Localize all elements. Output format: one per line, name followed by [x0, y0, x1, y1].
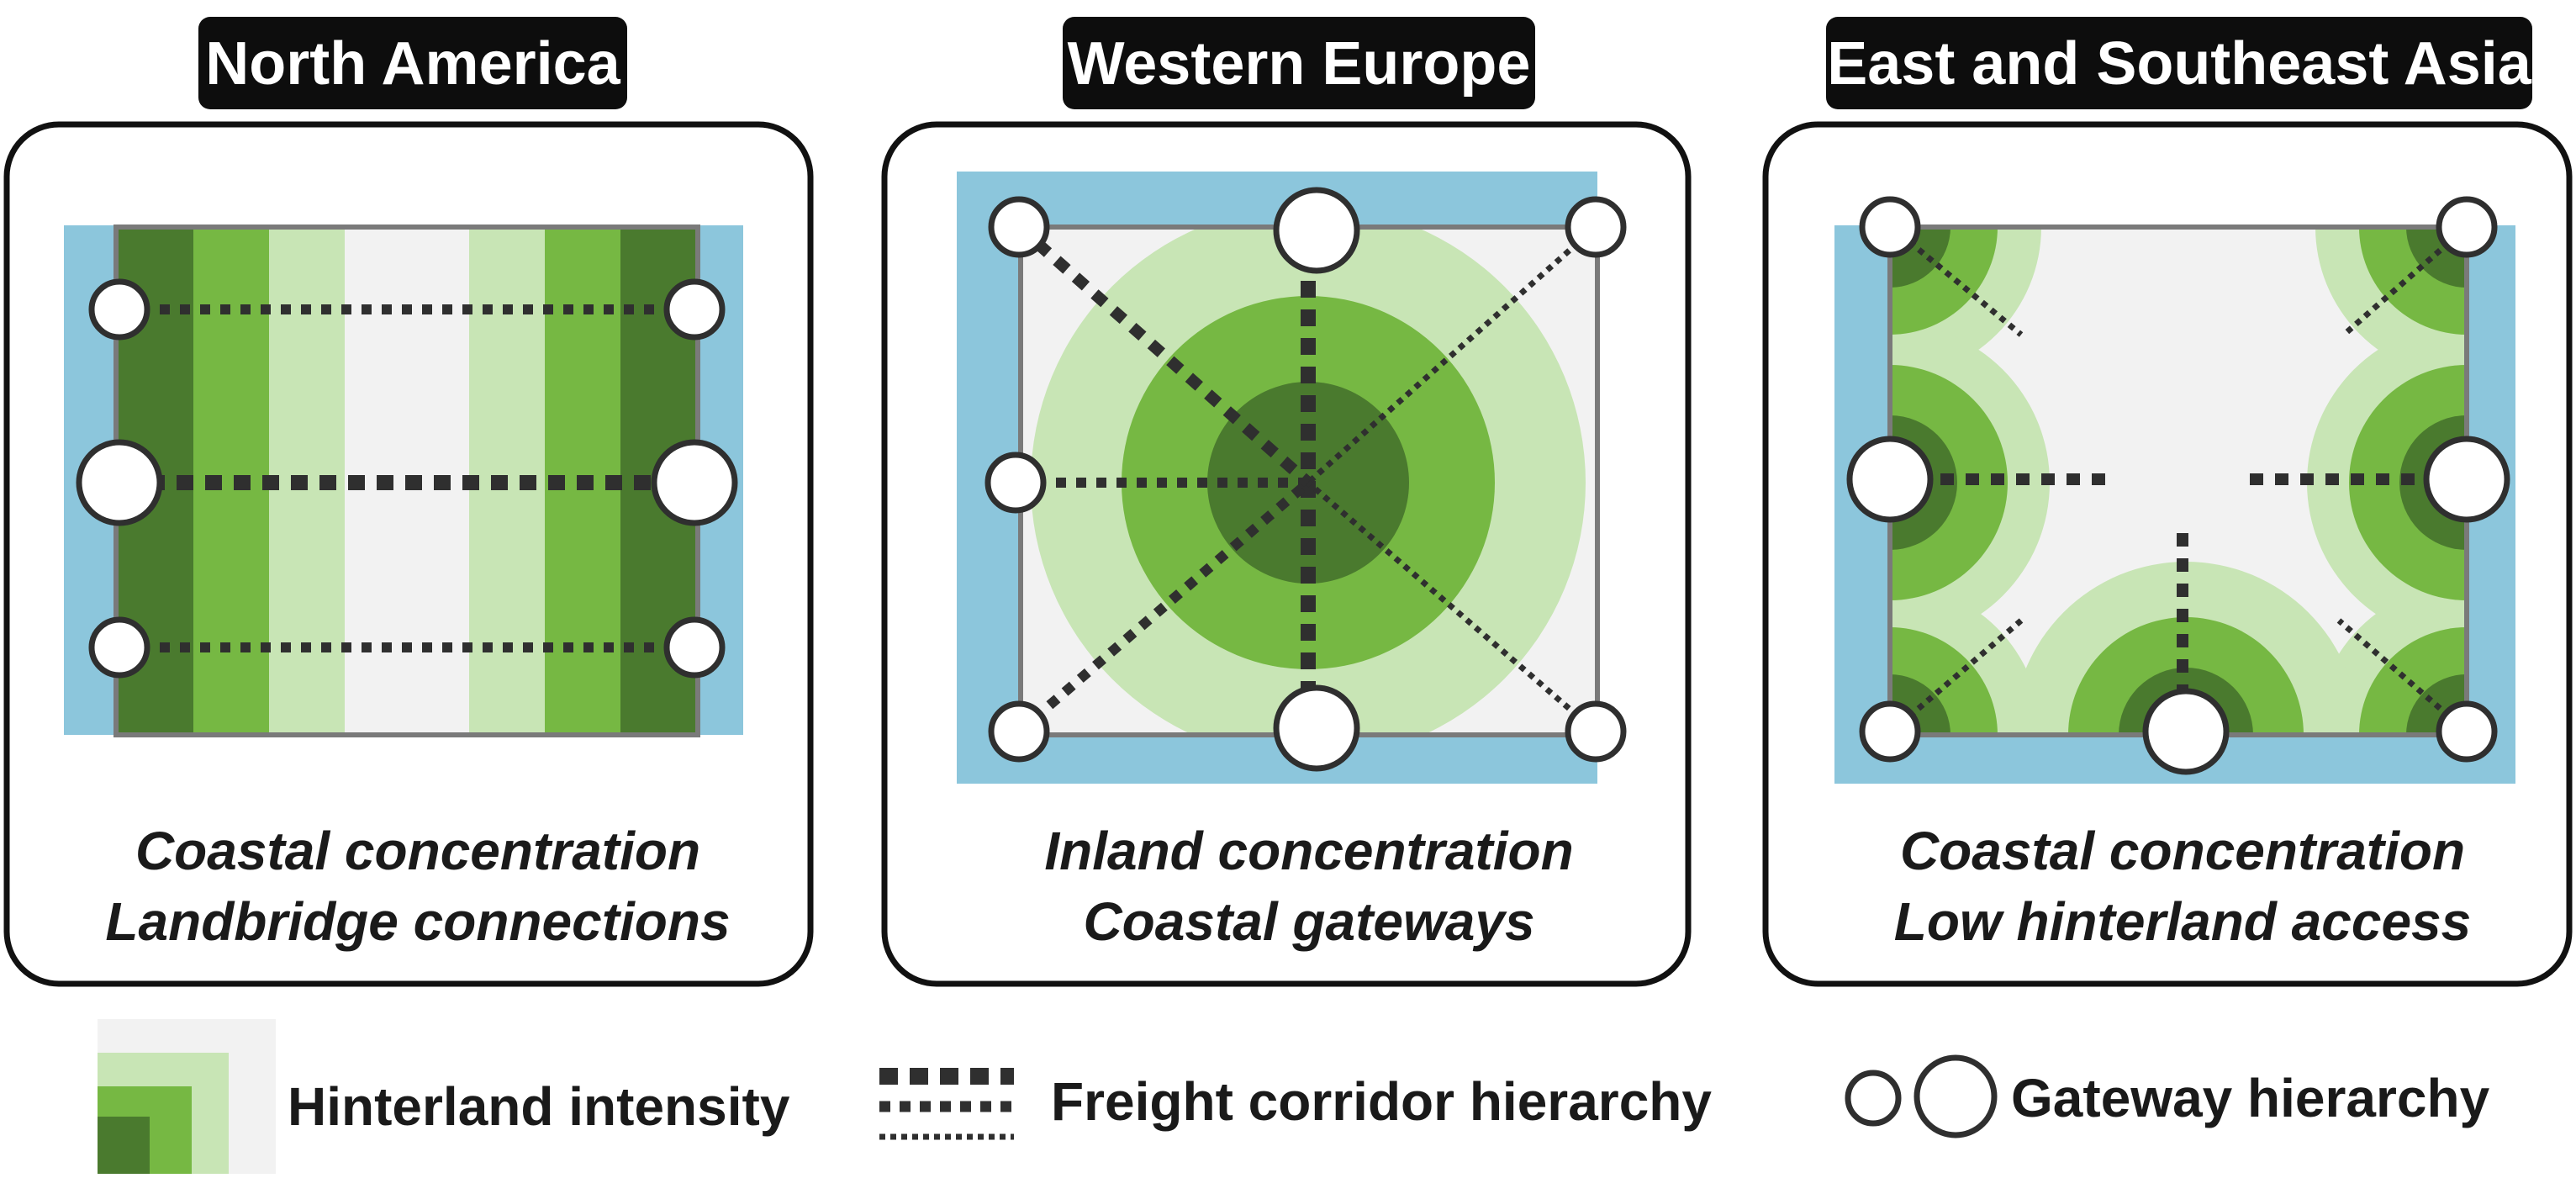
- gateway-north: [1273, 187, 1360, 274]
- gateway-east-south: [663, 616, 726, 679]
- panel-title-western-europe: Western Europe: [1068, 30, 1531, 98]
- gateway-east-central: [651, 439, 738, 526]
- region-map-north-america: [64, 225, 743, 737]
- gateway-west-south: [88, 616, 150, 679]
- gateway-east-north: [663, 278, 726, 341]
- gateway-ne: [2436, 196, 2498, 258]
- legend-swatch-dark: [98, 1117, 150, 1174]
- panel-east-southeast-asia: East and Southeast Asia: [1762, 17, 2573, 987]
- legend-label-corridor: Freight corridor hierarchy: [1051, 1071, 1712, 1132]
- caption-line2-north-america: Landbridge connections: [105, 891, 730, 952]
- panel-western-europe: Western Europe Inland c: [881, 17, 1692, 987]
- gateway-s: [2142, 688, 2230, 775]
- gateway-northeast: [1565, 196, 1627, 258]
- legend-gateway-large: [1914, 1054, 1998, 1138]
- legend-freight-corridor: Freight corridor hierarchy: [879, 1068, 1712, 1140]
- corridor-northeast: [1306, 225, 1598, 485]
- hinterland-band-mid-west: [193, 227, 269, 735]
- panel-title-north-america: North America: [205, 30, 620, 98]
- title-badge-east-southeast-asia: [1826, 17, 2532, 109]
- caption-line2-east-southeast-asia: Low hinterland access: [1894, 891, 2471, 952]
- gateway-south: [1273, 684, 1360, 772]
- gateway-sw: [1859, 700, 1921, 763]
- gateway-southwest: [988, 700, 1050, 763]
- caption-line1-north-america: Coastal concentration: [135, 821, 700, 881]
- legend: Hinterland intensity Freight corridor hi…: [98, 1019, 2490, 1174]
- region-map-western-europe: [957, 172, 1627, 784]
- corridor-southwest: [1016, 478, 1312, 736]
- gateway-northwest: [988, 196, 1050, 258]
- title-badge-western-europe: [1063, 17, 1535, 109]
- caption-line1-east-southeast-asia: Coastal concentration: [1900, 821, 2465, 881]
- gateway-southeast: [1565, 700, 1627, 763]
- region-map-east-southeast-asia: [1834, 196, 2515, 784]
- gateway-nw: [1859, 196, 1921, 258]
- panel-title-east-southeast-asia: East and Southeast Asia: [1827, 30, 2532, 98]
- legend-label-gateway: Gateway hierarchy: [2011, 1068, 2490, 1128]
- legend-label-hinterland: Hinterland intensity: [288, 1076, 790, 1137]
- corridor-southeast: [1306, 480, 1598, 734]
- gateway-se: [2436, 700, 2498, 763]
- gateway-w: [1846, 436, 1934, 523]
- gateway-west-central: [76, 439, 163, 526]
- gateway-e: [2423, 436, 2510, 523]
- title-badge-north-america: [198, 17, 627, 109]
- caption-line1-western-europe: Inland concentration: [1044, 821, 1573, 881]
- gateway-west-north: [88, 278, 150, 341]
- legend-hinterland-intensity: Hinterland intensity: [98, 1019, 790, 1174]
- gateway-west: [984, 452, 1047, 514]
- caption-line2-western-europe: Coastal gateways: [1083, 891, 1534, 952]
- legend-gateway: Gateway hierarchy: [1845, 1054, 2490, 1138]
- legend-gateway-small: [1845, 1070, 1902, 1127]
- panel-north-america: North America Coastal concentration Lan: [3, 17, 814, 987]
